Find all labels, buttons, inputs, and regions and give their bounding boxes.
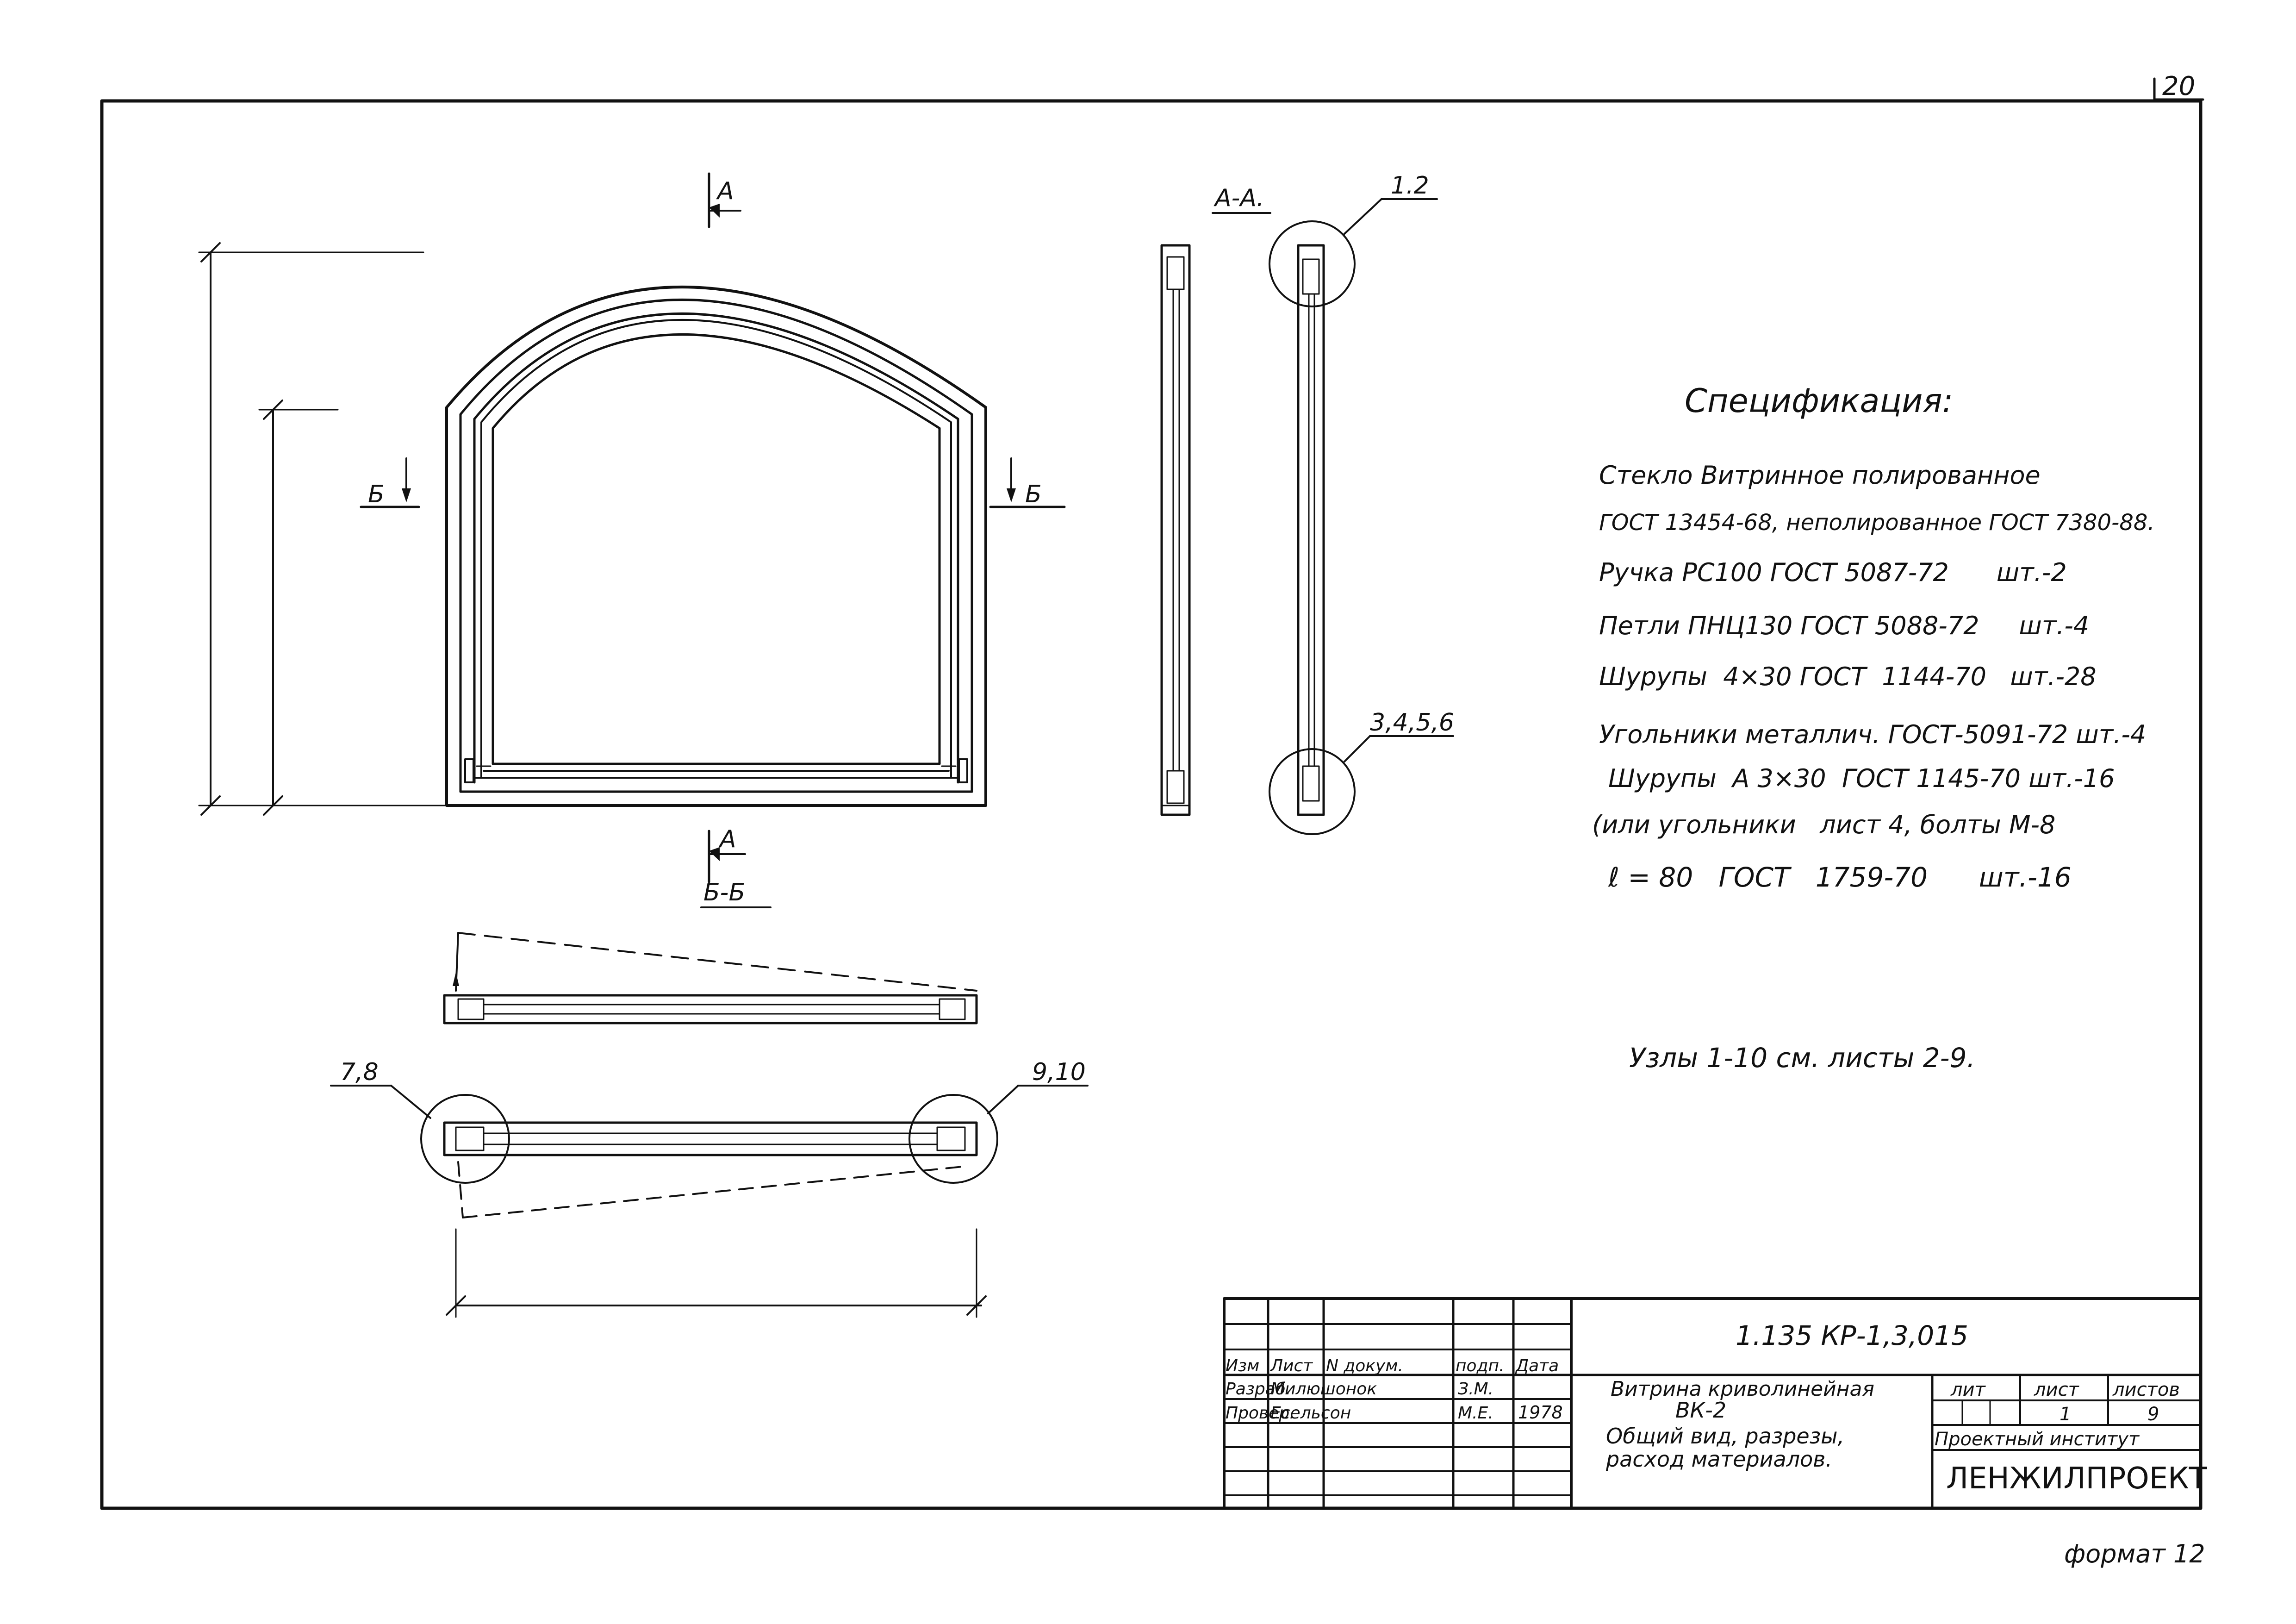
section-b-marks: Б Б: [360, 457, 1066, 508]
svg-text:листов: листов: [2112, 1379, 2180, 1400]
nodes-note: Узлы 1-10 см. листы 2-9.: [1629, 1042, 1975, 1074]
svg-text:А: А: [716, 177, 734, 205]
callout-3-6: 3,4,5,6: [1370, 709, 1454, 737]
doc-code: 1.135 КР-1,3,015: [1736, 1320, 1968, 1351]
svg-text:М.Е.: М.Е.: [1458, 1404, 1493, 1423]
page-number-corner: 20: [2153, 71, 2204, 101]
svg-text:Есельсон: Есельсон: [1270, 1404, 1351, 1423]
svg-text:Изм: Изм: [1226, 1356, 1259, 1375]
section-bb-title: Б-Б: [703, 879, 745, 906]
front-view: [445, 286, 987, 807]
section-bb: Б-Б 7,8 9,10: [330, 879, 1089, 1318]
spec-line: Шурупы А 3×30 ГОСТ 1145-70 шт.-16: [1608, 764, 2115, 793]
callout-9-10: 9,10: [1032, 1058, 1086, 1086]
organization: ЛЕНЖИЛПРОЕКТ: [1946, 1462, 2208, 1496]
title-block: 1.135 КР-1,3,015 Изм Лист N докум. подп.…: [1223, 1297, 2208, 1510]
callout-1-2: 1.2: [1391, 172, 1429, 200]
page-number: 20: [2162, 71, 2195, 101]
svg-text:Разраб.: Разраб.: [1226, 1380, 1291, 1399]
svg-text:Б: Б: [368, 481, 385, 508]
spec-line: ℓ = 80 ГОСТ 1759-70 шт.-16: [1608, 862, 2072, 893]
specification: Спецификация: Стекло Витринное полирован…: [1592, 382, 2155, 1074]
svg-text:подп.: подп.: [1456, 1356, 1504, 1375]
svg-text:Провер.: Провер.: [1226, 1404, 1295, 1423]
svg-text:1: 1: [2060, 1404, 2071, 1425]
section-aa-title: А-А.: [1213, 184, 1264, 212]
height-dimensions: [198, 242, 452, 816]
spec-line: Шурупы 4×30 ГОСТ 1144-70 шт.-28: [1599, 662, 2097, 691]
svg-text:Дата: Дата: [1515, 1356, 1559, 1375]
spec-line: Стекло Витринное полированное: [1599, 461, 2041, 490]
callout-7-8: 7,8: [340, 1058, 379, 1086]
svg-text:Витрина криволинейная: Витрина криволинейная: [1611, 1377, 1874, 1401]
svg-text:Б: Б: [1025, 481, 1042, 508]
spec-line: (или угольники лист 4, болты М-8: [1592, 810, 2055, 839]
svg-text:Милюшонок: Милюшонок: [1270, 1380, 1377, 1399]
svg-text:лист: лист: [2034, 1379, 2080, 1400]
sheet-frame: [100, 99, 2203, 1510]
spec-line: Петли ПНЦ130 ГОСТ 5088-72 шт.-4: [1599, 611, 2089, 640]
svg-text:N докум.: N докум.: [1326, 1356, 1403, 1375]
svg-text:1978: 1978: [1518, 1402, 1563, 1423]
spec-line: Угольники металлич. ГОСТ-5091-72 шт.-4: [1599, 720, 2146, 749]
svg-text:9: 9: [2147, 1404, 2159, 1425]
section-aa: А-А. 1.2 3,4,5,6: [1160, 172, 1454, 835]
svg-text:ВК-2: ВК-2: [1675, 1398, 1726, 1423]
svg-text:А: А: [718, 825, 736, 853]
spec-line: ГОСТ 13454-68, неполированное ГОСТ 7380-…: [1599, 510, 2155, 536]
svg-text:лит: лит: [1950, 1379, 1986, 1400]
section-a-marks: А А: [708, 172, 746, 883]
spec-line: Ручка РС100 ГОСТ 5087-72 шт.-2: [1599, 558, 2067, 587]
format-label: формат 12: [2064, 1539, 2205, 1568]
svg-text:З.М.: З.М.: [1458, 1380, 1493, 1399]
spec-title: Спецификация:: [1685, 382, 1953, 420]
svg-text:Проектный институт: Проектный институт: [1935, 1429, 2140, 1450]
svg-text:Общий вид, разрезы,: Общий вид, разрезы,: [1606, 1424, 1844, 1449]
svg-text:Лист: Лист: [1269, 1356, 1313, 1375]
svg-text:расход материалов.: расход материалов.: [1605, 1447, 1832, 1472]
